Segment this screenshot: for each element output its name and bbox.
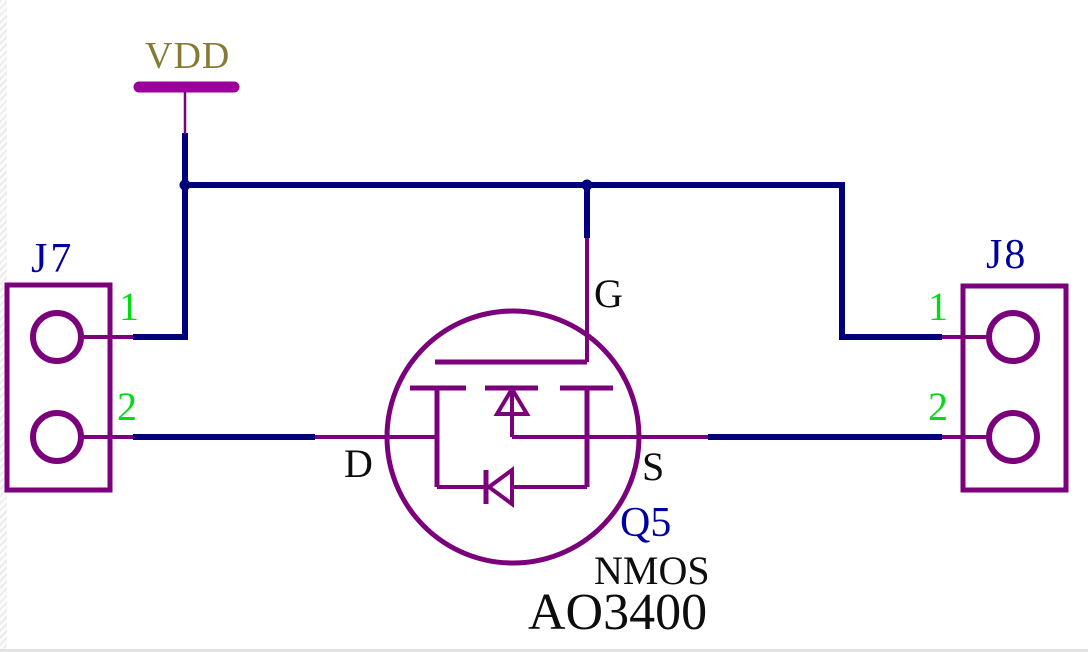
gate-pin-label: G xyxy=(594,271,623,316)
j7-pin1-number: 1 xyxy=(119,284,139,329)
j7-pin2-number: 2 xyxy=(117,384,137,429)
j8-pin1-number: 1 xyxy=(928,284,948,329)
power-net-label[interactable]: VDD xyxy=(145,35,231,77)
drain-pin-label: D xyxy=(344,441,373,486)
power-symbol-vdd[interactable] xyxy=(133,81,240,134)
net-wires xyxy=(133,133,942,440)
j8-pin2-number: 2 xyxy=(928,384,948,429)
part-number-label[interactable]: AO3400 xyxy=(528,584,708,641)
body-arrow xyxy=(493,385,531,416)
wire-junction-dot[interactable] xyxy=(179,179,191,191)
wire-vdd-to-j7-pin1[interactable] xyxy=(133,133,188,340)
wire-junction-dot[interactable] xyxy=(581,179,593,191)
source-pin-label: S xyxy=(642,444,665,489)
connector-pin2-pad xyxy=(30,410,84,464)
connector-pin1-pad xyxy=(30,310,84,364)
canvas-bottom-edge xyxy=(0,649,1088,652)
designator-label-j7[interactable]: J7 xyxy=(31,236,75,282)
connector-pin2-pad xyxy=(986,410,1040,464)
designator-label-q5[interactable]: Q5 xyxy=(620,500,672,546)
connector-pin1-pad xyxy=(986,310,1040,364)
connector-j7-symbol[interactable] xyxy=(4,282,133,493)
designator-label-j8[interactable]: J8 xyxy=(986,232,1028,278)
transistor-kind-label[interactable]: NMOS xyxy=(594,548,710,593)
connector-body xyxy=(960,283,1069,493)
connector-j8-symbol[interactable] xyxy=(942,283,1069,493)
body-diode-triangle xyxy=(485,466,514,508)
canvas-left-edge xyxy=(0,0,7,652)
transistor-q5-symbol[interactable] xyxy=(315,238,708,566)
connector-body xyxy=(4,282,113,493)
wire-vdd-to-j8-pin1[interactable] xyxy=(185,182,942,340)
